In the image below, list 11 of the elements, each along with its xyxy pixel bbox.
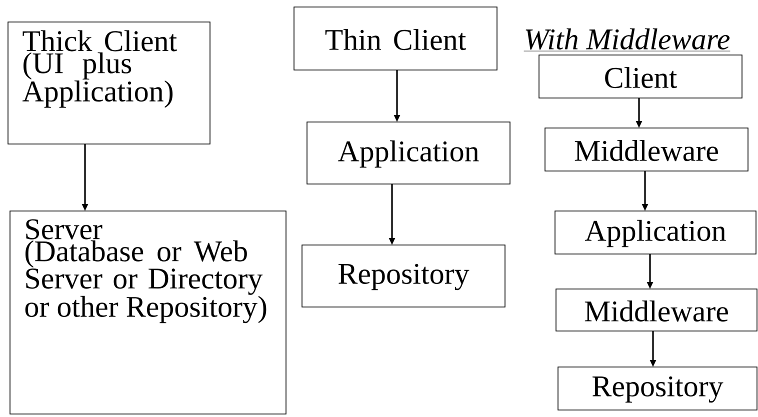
process-box: Application bbox=[306, 122, 510, 184]
column-heading: With Middleware bbox=[524, 28, 730, 52]
process-box: Thin Client bbox=[294, 6, 498, 70]
process-box: Thick Client (UI plus Application) bbox=[8, 22, 210, 144]
process-box: Server (Database or Web Server or Directory or other Repository) bbox=[10, 210, 286, 414]
process-box: Client bbox=[538, 54, 742, 98]
process-box: Middleware bbox=[544, 128, 748, 172]
process-box: Repository bbox=[558, 366, 758, 410]
process-box: Repository bbox=[302, 244, 506, 308]
process-box: Application bbox=[554, 210, 756, 254]
process-box: Middleware bbox=[556, 288, 758, 332]
